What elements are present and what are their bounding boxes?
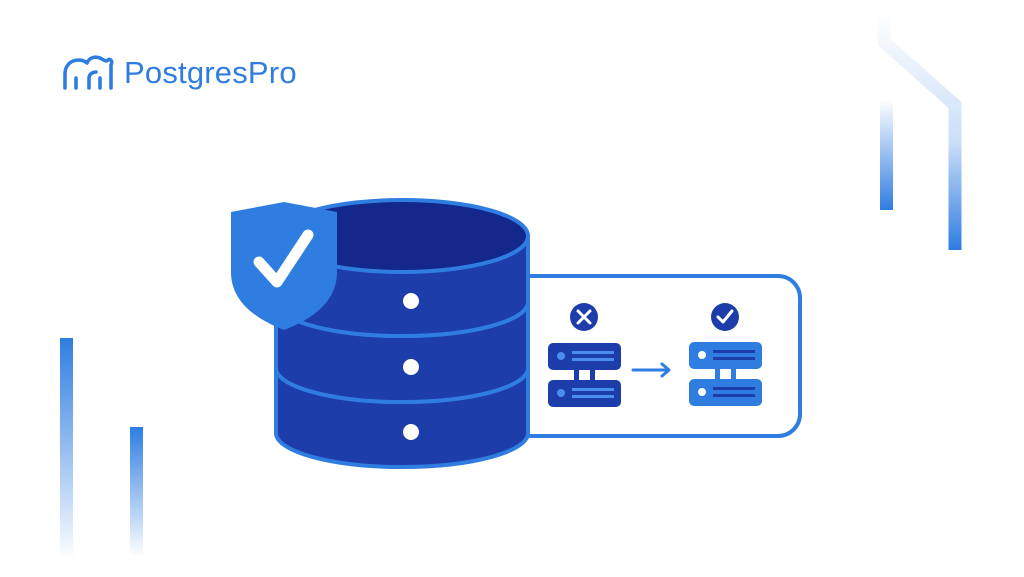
brand-name: PostgresPro [124,55,297,90]
database-icon [274,198,530,469]
decor-line [130,427,143,557]
shield-check-icon [231,202,337,330]
decor-line [880,100,893,210]
decor-line-bent [877,10,962,250]
database-indicator [403,424,419,440]
elephant-logo-icon [63,55,114,90]
transition-panel [488,274,802,438]
server-stack-after [689,342,762,406]
cross-circle-icon [570,303,598,331]
database-indicator [403,359,419,375]
decor-line [60,338,73,560]
brand: PostgresPro [60,52,297,94]
decor-lines-top-right [877,10,962,250]
database-indicator [403,293,419,309]
server-stack-before [548,343,621,407]
check-circle-icon [711,303,739,331]
arrow-right-icon [631,362,671,378]
decor-lines-bottom-left [60,338,143,560]
